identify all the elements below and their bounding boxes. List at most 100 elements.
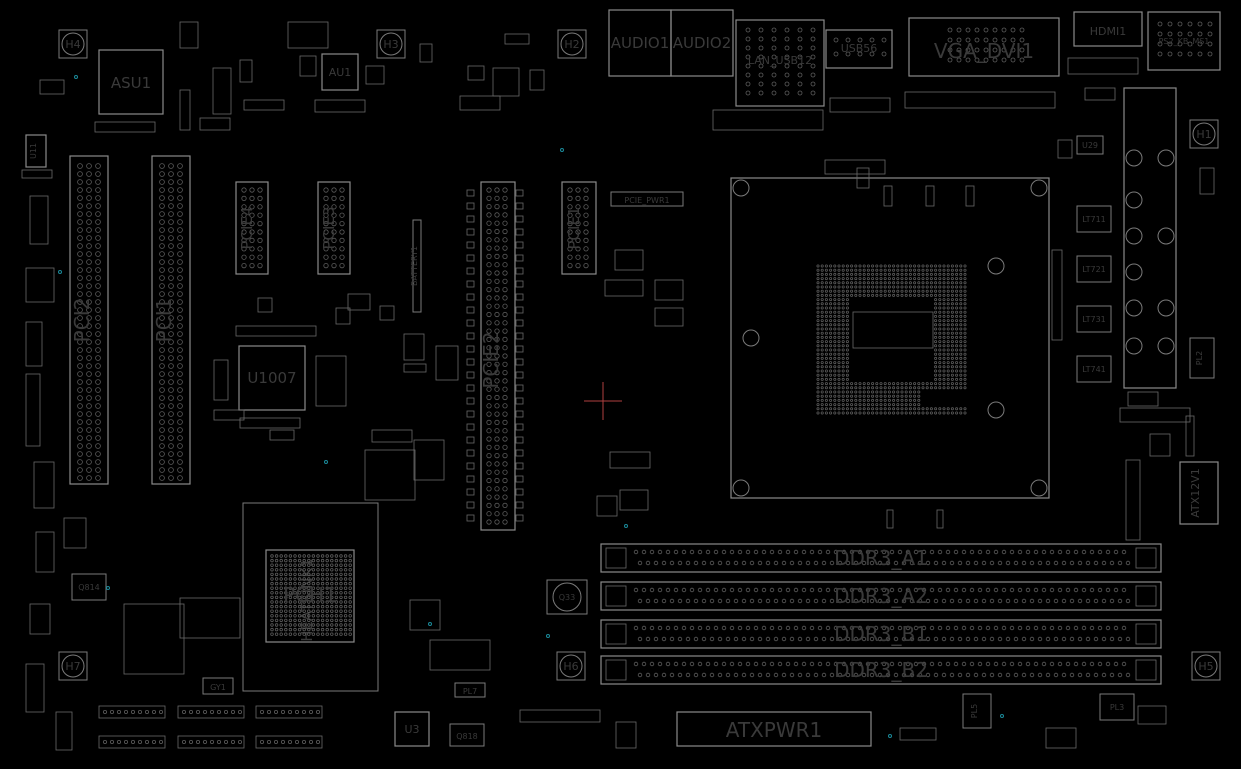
transistor-q818[interactable]: Q818 (449, 723, 485, 747)
label-ddr3-a1: DDR3_A1 (834, 546, 928, 570)
label-audio1: AUDIO1 (611, 34, 670, 52)
chip-pch1[interactable]: PCH1 (265, 549, 355, 643)
transistor-q33[interactable]: Q33 (546, 579, 588, 615)
label-u3: U3 (404, 723, 419, 736)
heatsink-outline[interactable]: HEATSINK1 (242, 502, 379, 692)
cpu-socket[interactable] (730, 177, 1050, 499)
bottom-headers (98, 705, 323, 749)
chip-u1007[interactable]: U1007 (238, 345, 306, 411)
label-ddr3-a2: DDR3_A2 (834, 584, 928, 608)
mounting-hole-h2[interactable]: H2 (557, 29, 587, 59)
label-h6: H6 (563, 660, 578, 673)
mounting-hole-h5[interactable]: H5 (1191, 651, 1221, 681)
label-atx12v1: ATX12V1 (1189, 468, 1202, 517)
crystal-gy1[interactable]: GY1 (202, 677, 234, 695)
mounting-hole-h4[interactable]: H4 (58, 29, 88, 59)
top-strip-components (21, 21, 545, 179)
label-ddr3-b2: DDR3_B2 (834, 658, 928, 682)
connector-atx12v1[interactable]: ATX12V1 (1179, 461, 1219, 525)
label-lt711: LT711 (1082, 215, 1106, 224)
label-pl3: PL3 (1110, 703, 1124, 712)
slot-pci2[interactable]: PCI2 (69, 155, 109, 485)
connector-ps2-kb-ms1[interactable]: PS2_KB_MS1 (1147, 11, 1221, 71)
label-lan-usb12: LAN_USB12 (748, 54, 812, 67)
label-h5: H5 (1198, 660, 1213, 673)
mid-components (335, 249, 684, 517)
connector-audio2[interactable]: AUDIO2 (670, 9, 734, 77)
mosfet-lt731[interactable]: LT731 (1076, 305, 1112, 333)
connector-atxpwr1[interactable]: ATXPWR1 (676, 711, 872, 747)
pcie2-side-pads (466, 189, 524, 522)
chip-asu1[interactable]: ASU1 (98, 49, 164, 115)
left-edge-components (25, 195, 1167, 751)
slot-pcie3[interactable]: PCIE3 (317, 181, 351, 275)
label-lt721: LT721 (1082, 265, 1106, 274)
label-lt741: LT741 (1082, 365, 1106, 374)
connector-usb56[interactable]: USB56 (825, 29, 893, 69)
slot-pcie2[interactable]: PCIE2 (479, 181, 516, 531)
mosfet-lt741[interactable]: LT741 (1076, 355, 1112, 383)
transistor-q814[interactable]: Q814 (71, 573, 107, 601)
slot-ddr3-a1[interactable]: DDR3_A1 (600, 543, 1162, 573)
battery1[interactable]: BATTERY1 (410, 219, 422, 313)
slot-ddr3-b2[interactable]: DDR3_B2 (600, 655, 1162, 685)
label-pci2: PCI2 (70, 298, 94, 343)
label-audio2: AUDIO2 (673, 34, 732, 52)
connector-lan-usb12[interactable]: LAN_USB12 (735, 19, 825, 107)
slot-ddr3-a2[interactable]: DDR3_A2 (600, 581, 1162, 611)
label-pch1: PCH1 (283, 583, 337, 607)
connector-pcie-pwr1[interactable]: PCIE_PWR1 (610, 191, 684, 207)
label-u1007: U1007 (247, 369, 296, 387)
label-gy1: GY1 (210, 683, 226, 692)
mounting-hole-h1[interactable]: H1 (1189, 119, 1219, 149)
chip-u3[interactable]: U3 (394, 711, 430, 747)
right-edge-pads (1057, 139, 1215, 541)
slot-ddr3-b1[interactable]: DDR3_B1 (600, 619, 1162, 649)
vrm-choke-area (1123, 87, 1177, 407)
inductor-pl2[interactable]: PL2 (1189, 337, 1215, 379)
label-pcie1: PCIE1 (565, 207, 583, 250)
label-pl7: PL7 (463, 687, 477, 696)
mounting-hole-h7[interactable]: H7 (58, 651, 88, 681)
label-asu1: ASU1 (111, 74, 151, 92)
label-h1: H1 (1196, 128, 1211, 141)
slot-pci1[interactable]: PCI1 (151, 155, 191, 485)
inductor-pl7[interactable]: PL7 (454, 682, 486, 698)
label-battery1: BATTERY1 (410, 246, 419, 286)
label-pl2: PL2 (1195, 351, 1204, 365)
rear-io-small-pads (712, 57, 1139, 175)
connector-hdmi1[interactable]: HDMI1 (1073, 11, 1143, 47)
mosfet-lt721[interactable]: LT721 (1076, 255, 1112, 283)
label-ps2-kb-ms1: PS2_KB_MS1 (1159, 37, 1210, 46)
label-pcie-pwr1: PCIE_PWR1 (624, 196, 669, 205)
label-au1: AU1 (329, 66, 352, 79)
label-ddr3-b1: DDR3_B1 (834, 622, 928, 646)
inductor-pl5[interactable]: PL5 (962, 693, 992, 729)
label-q33: Q33 (559, 593, 575, 602)
label-vga-dvi1: VGA_DVI1 (934, 39, 1034, 63)
label-pci1: PCI1 (152, 298, 176, 343)
chip-u11[interactable]: U11 (25, 134, 47, 168)
connector-vga-dvi1[interactable]: VGA_DVI1 (908, 17, 1060, 77)
vias (58, 75, 1004, 738)
label-h3: H3 (383, 38, 398, 51)
label-u11: U11 (29, 143, 38, 159)
mounting-hole-h6[interactable]: H6 (556, 651, 586, 681)
connector-audio1[interactable]: AUDIO1 (608, 9, 672, 77)
cpu-side-pads (856, 167, 1063, 529)
chip-u29[interactable]: U29 (1076, 135, 1104, 155)
label-atxpwr1: ATXPWR1 (726, 718, 823, 742)
slot-pcie1[interactable]: PCIE1 (561, 181, 597, 275)
label-h7: H7 (65, 660, 80, 673)
chip-au1[interactable]: AU1 (321, 53, 359, 91)
mosfet-lt711[interactable]: LT711 (1076, 205, 1112, 233)
u1007-pads (213, 293, 459, 441)
label-pl5: PL5 (970, 704, 979, 718)
label-pcie3: PCIE3 (320, 207, 338, 250)
label-usb56: USB56 (841, 42, 878, 55)
slot-pcie4[interactable]: PCIE4 (235, 181, 269, 275)
cursor-crosshair (584, 382, 622, 420)
inductor-pl3[interactable]: PL3 (1099, 693, 1135, 721)
mounting-hole-h3[interactable]: H3 (376, 29, 406, 59)
